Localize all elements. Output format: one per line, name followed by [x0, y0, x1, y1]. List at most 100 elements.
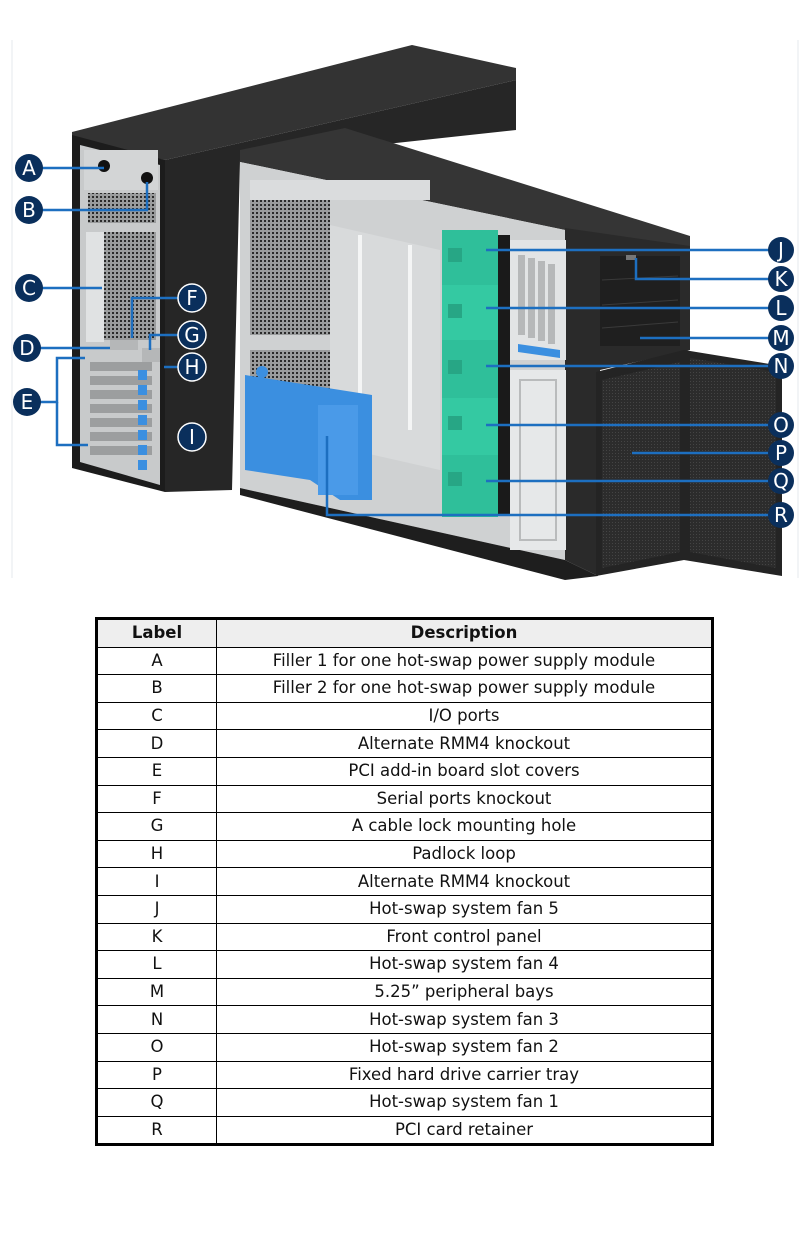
row-label: A: [96, 646, 217, 676]
callout-H: H: [177, 352, 207, 382]
row-label: E: [96, 756, 217, 786]
chassis-figure: A B C D E F G H I J K L M N O P Q R: [0, 0, 810, 590]
row-description: Hot-swap system fan 1: [216, 1088, 713, 1117]
row-label: P: [96, 1060, 217, 1090]
row-description: Alternate RMM4 knockout: [216, 867, 713, 896]
svg-text:R: R: [774, 503, 788, 527]
row-description: PCI add-in board slot covers: [216, 756, 713, 786]
callout-J: J: [768, 237, 794, 263]
row-description: PCI card retainer: [216, 1115, 713, 1146]
svg-text:D: D: [19, 336, 34, 360]
header-description: Description: [216, 618, 713, 648]
callout-Q: Q: [768, 468, 794, 494]
callout-N: N: [768, 353, 794, 379]
svg-text:L: L: [775, 296, 787, 320]
svg-text:F: F: [186, 286, 198, 310]
row-description: Hot-swap system fan 3: [216, 1005, 713, 1034]
row-label: G: [96, 812, 217, 841]
row-label: M: [96, 977, 217, 1007]
callout-M: M: [768, 325, 794, 351]
callout-D: D: [13, 334, 41, 362]
svg-text:H: H: [184, 355, 199, 379]
svg-text:C: C: [22, 276, 36, 300]
svg-text:Q: Q: [773, 469, 789, 493]
svg-text:O: O: [773, 413, 789, 437]
row-description: Alternate RMM4 knockout: [216, 729, 713, 758]
leader-lines: [40, 166, 782, 517]
callout-B: B: [15, 196, 43, 224]
callout-O: O: [768, 412, 794, 438]
row-description: I/O ports: [216, 701, 713, 731]
callout-F: F: [177, 283, 207, 313]
callout-K: K: [768, 266, 794, 292]
row-label: D: [96, 729, 217, 758]
callout-R: R: [768, 502, 794, 528]
svg-text:K: K: [774, 267, 788, 291]
row-label: K: [96, 922, 217, 952]
row-description: Hot-swap system fan 2: [216, 1032, 713, 1062]
callout-P: P: [768, 440, 794, 466]
svg-text:A: A: [22, 156, 36, 180]
row-label: I: [96, 867, 217, 896]
open-chassis: [240, 128, 782, 580]
row-label: L: [96, 950, 217, 979]
table-header-row: Label Description: [96, 618, 713, 648]
row-label: F: [96, 784, 217, 814]
row-label: B: [96, 674, 217, 703]
row-description: Hot-swap system fan 4: [216, 950, 713, 979]
row-description: Hot-swap system fan 5: [216, 894, 713, 924]
row-description: Fixed hard drive carrier tray: [216, 1060, 713, 1090]
callout-G: G: [177, 320, 207, 350]
svg-text:B: B: [22, 198, 36, 222]
svg-text:J: J: [776, 238, 784, 262]
row-description: Front control panel: [216, 922, 713, 952]
svg-text:M: M: [772, 326, 789, 350]
callout-I: I: [177, 422, 207, 452]
row-description: Serial ports knockout: [216, 784, 713, 814]
row-description: A cable lock mounting hole: [216, 812, 713, 841]
callout-E: E: [13, 388, 41, 416]
row-label: R: [96, 1115, 217, 1146]
pci-slot-covers: [90, 362, 152, 470]
callout-L: L: [768, 295, 794, 321]
row-label: J: [96, 894, 217, 924]
svg-text:I: I: [189, 425, 195, 449]
callout-C: C: [15, 274, 43, 302]
svg-text:G: G: [184, 323, 200, 347]
header-label: Label: [96, 618, 217, 648]
row-label: O: [96, 1032, 217, 1062]
row-description: Padlock loop: [216, 839, 713, 869]
callout-A: A: [15, 154, 43, 182]
row-label: C: [96, 701, 217, 731]
row-description: Filler 1 for one hot-swap power supply m…: [216, 646, 713, 676]
svg-text:N: N: [774, 354, 789, 378]
row-description: Filler 2 for one hot-swap power supply m…: [216, 674, 713, 703]
row-description: 5.25” peripheral bays: [216, 977, 713, 1007]
row-label: H: [96, 839, 217, 869]
svg-text:E: E: [21, 390, 34, 414]
pci-card-retainer: [245, 366, 372, 500]
row-label: Q: [96, 1088, 217, 1117]
row-label: N: [96, 1005, 217, 1034]
svg-text:P: P: [775, 441, 787, 465]
fan-bank: [442, 230, 510, 517]
